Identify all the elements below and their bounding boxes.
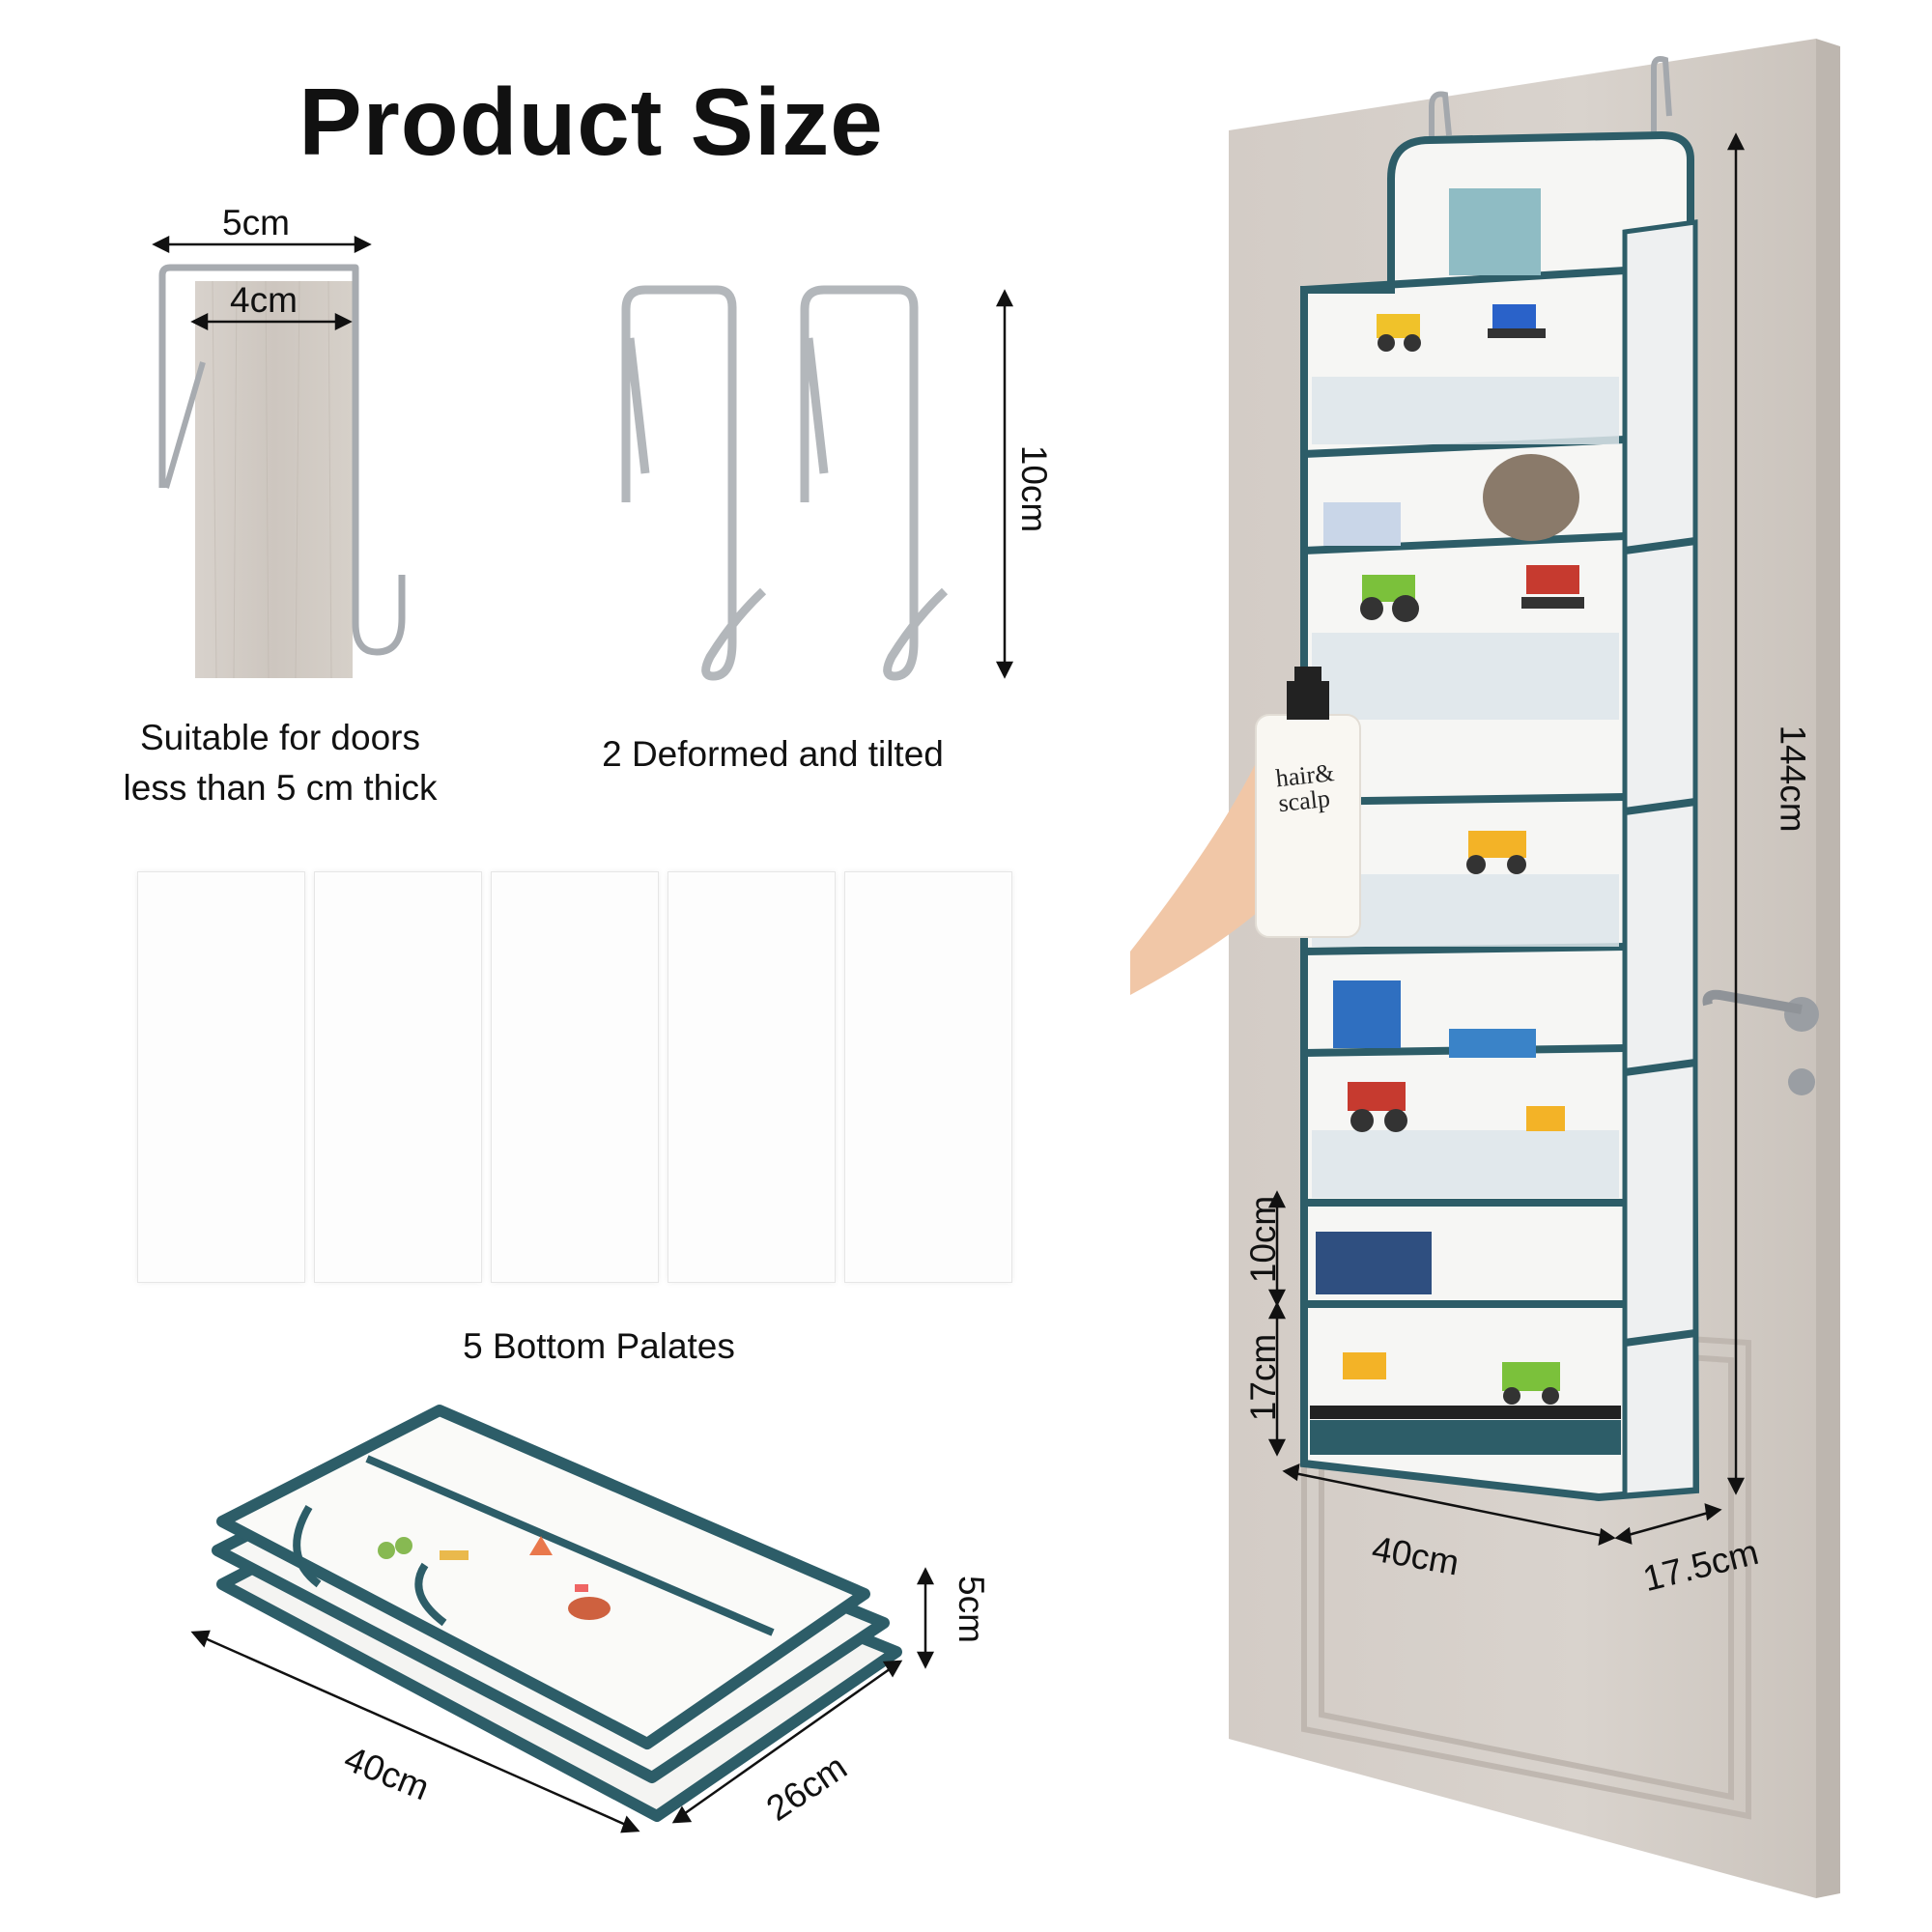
organizer-body [1300,130,1700,1502]
hook-left [621,285,767,681]
bottle [1255,714,1361,938]
hook-right-clip [804,337,829,474]
folded-thickness-label: 5cm [951,1576,991,1643]
organizer-items [1316,188,1579,1294]
organizer-height-label: 144cm [1773,724,1813,833]
folded-prints [378,1536,611,1620]
hook-single-caption-line2: less than 5 cm thick [123,768,438,808]
hook-pair-height-label: 10cm [1014,444,1055,533]
hook-wire [158,264,406,656]
door-handle [1702,989,1819,1095]
organizer-side-pockets [1622,219,1698,1498]
bottom-palate [314,871,482,1283]
hook-with-door-edge [145,246,454,691]
hook-outer-width-label: 5cm [222,203,290,242]
folded-width-label: 26cm [758,1747,854,1829]
bottom-palate [491,871,659,1283]
bottle-brand-line2: scalp [1276,783,1332,818]
hand [1130,755,1299,995]
page-title: Product Size [298,69,884,175]
folded-layer-middle [212,1434,890,1783]
hook-single-caption: Suitable for doors less than 5 cm thick [77,713,483,813]
bottle-label: hair& scalp [1274,758,1341,818]
organizer-dimension-lines [1267,132,1746,1547]
organizer-prints [1343,304,1584,1405]
small-pocket-height-label: 10cm [1243,1195,1284,1284]
organizer-shelf-lines [1303,267,1696,1347]
hook-pair-caption: 2 Deformed and tilted [602,734,944,774]
hook-wire-brace [163,361,206,489]
hook-inner-width-label: 4cm [230,280,298,320]
door-edge-wood [195,281,353,678]
organizer-width-label: 40cm [1369,1528,1463,1583]
hook-single-caption-line1: Suitable for doors [139,718,420,757]
large-pocket-height-label: 17cm [1243,1333,1284,1422]
bottom-palate [137,871,305,1283]
hook-left-clip [625,337,650,474]
organizer-depth-label: 17.5cm [1638,1531,1763,1600]
folded-length-label: 40cm [338,1738,436,1808]
folded-layer-bottom [216,1463,902,1822]
organizer-mesh [1312,377,1619,1198]
hook-right [800,285,949,681]
bottom-palate [668,871,836,1283]
bottom-palate [844,871,1012,1283]
folded-layer-top [216,1405,870,1749]
palates-caption: 5 Bottom Palates [463,1326,735,1366]
hook-door-graphic [158,264,406,679]
door-slab [1229,39,1816,1898]
